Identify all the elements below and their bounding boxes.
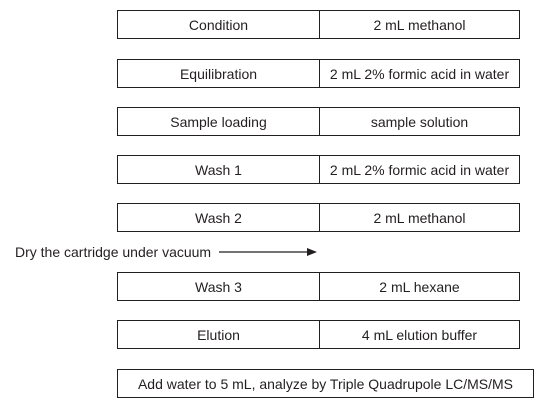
step-name: Elution (118, 321, 320, 348)
step-wash-1: Wash 1 2 mL 2% formic acid in water (117, 155, 520, 184)
step-name: Wash 2 (118, 204, 320, 231)
step-detail: 2 mL 2% formic acid in water (329, 65, 510, 82)
dry-note-row: Dry the cartridge under vacuum (15, 242, 318, 262)
step-condition: Condition 2 mL methanol (117, 10, 520, 39)
step-detail: 2 mL methanol (373, 209, 466, 226)
step-detail: sample solution (370, 113, 469, 130)
step-sample-loading: Sample loading sample solution (117, 107, 520, 136)
step-wash-3: Wash 3 2 mL hexane (117, 272, 520, 301)
step-name: Condition (118, 11, 320, 38)
step-equilibration: Equilibration 2 mL 2% formic acid in wat… (117, 59, 520, 88)
step-detail: 4 mL elution buffer (361, 326, 478, 343)
step-elution: Elution 4 mL elution buffer (117, 320, 520, 349)
final-step: Add water to 5 mL, analyze by Triple Qua… (117, 369, 534, 398)
step-name: Sample loading (118, 108, 320, 135)
dry-note: Dry the cartridge under vacuum (15, 244, 212, 260)
step-detail: 2 mL methanol (373, 16, 466, 33)
step-detail: 2 mL 2% formic acid in water (329, 161, 510, 178)
step-wash-2: Wash 2 2 mL methanol (117, 203, 520, 232)
right-arrow-icon (219, 248, 318, 256)
step-name: Wash 1 (118, 156, 320, 183)
step-detail: 2 mL hexane (379, 278, 460, 295)
step-name: Equilibration (118, 60, 320, 87)
step-name: Wash 3 (118, 273, 320, 300)
